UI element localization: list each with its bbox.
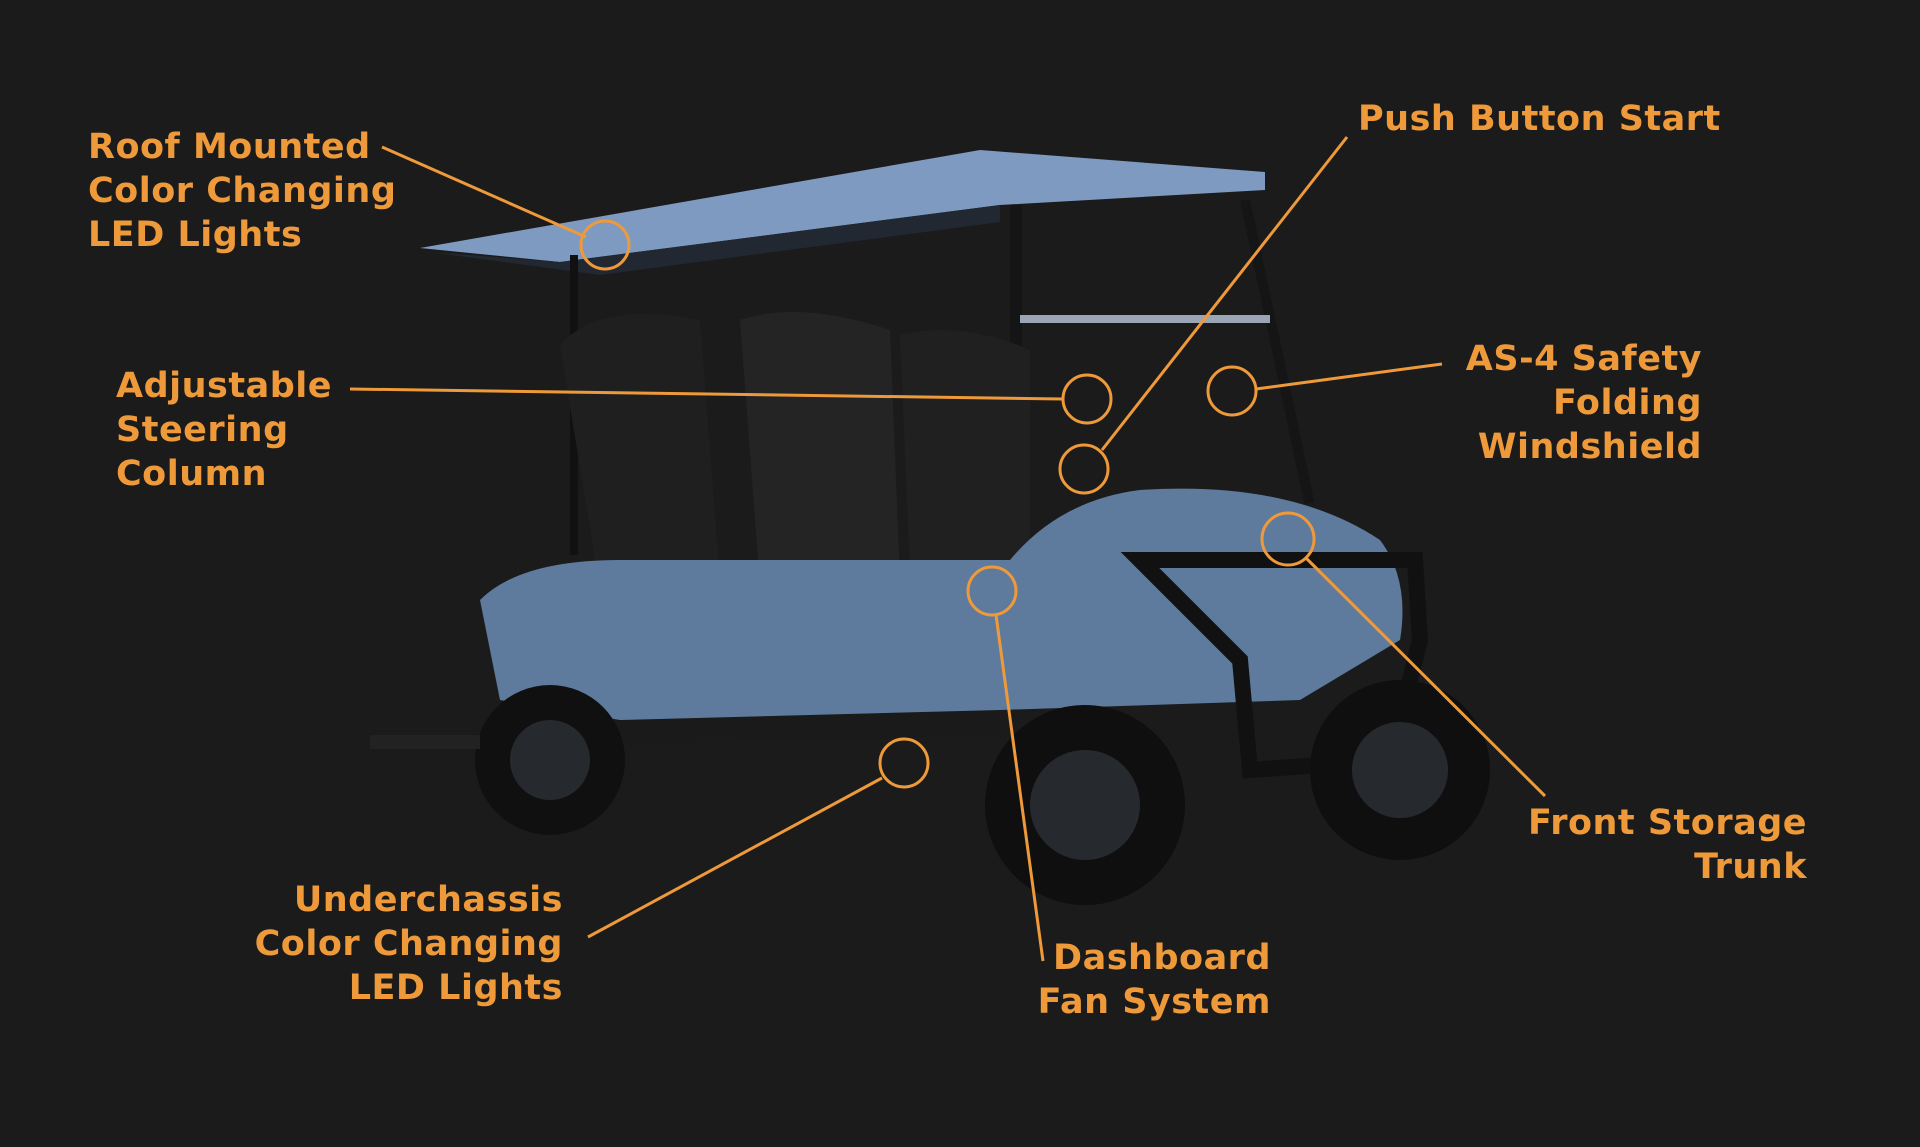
- callout-line: Fan System: [1037, 982, 1271, 1022]
- callout-line: AS-4 Safety: [1465, 339, 1702, 379]
- callout-line: Steering: [116, 410, 289, 450]
- callout-lines: [349, 136, 1547, 962]
- under-leader-line: [587, 776, 883, 939]
- callout-line: Roof Mounted: [88, 127, 371, 167]
- trunk-marker: [1260, 511, 1316, 567]
- under-marker: [878, 737, 930, 789]
- callout-line: Underchassis: [293, 880, 563, 920]
- callout-line: Color Changing: [254, 924, 563, 964]
- steering-leader-line: [349, 387, 1064, 401]
- callout-line: Windshield: [1477, 427, 1702, 467]
- push-marker: [1058, 443, 1110, 495]
- callout-line: Front Storage: [1528, 803, 1807, 843]
- callout-line: Push Button Start: [1358, 99, 1721, 139]
- fan-leader-line: [994, 614, 1045, 962]
- callout-line: Adjustable: [116, 366, 333, 406]
- callout-line: Column: [116, 454, 268, 494]
- golf-cart: [370, 150, 1490, 905]
- callout-line: Dashboard: [1053, 938, 1271, 978]
- callout-dashboard-fan: Dashboard Fan System: [1038, 936, 1271, 1024]
- callout-roof-led-lights: Roof Mounted Color Changing LED Lights: [88, 125, 396, 257]
- callout-steering-column: Adjustable Steering Column: [116, 364, 332, 496]
- callout-underchassis-led: Underchassis Color Changing LED Lights: [255, 878, 563, 1010]
- trunk-leader-line: [1304, 556, 1547, 798]
- callout-windshield: AS-4 Safety Folding Windshield: [1466, 337, 1702, 469]
- callout-push-button-start: Push Button Start: [1358, 97, 1721, 141]
- callout-line: Color Changing: [88, 171, 397, 211]
- steering-marker: [1061, 373, 1113, 425]
- callout-line: Folding: [1552, 383, 1702, 423]
- roof-leader-line: [381, 145, 587, 239]
- fan-marker: [966, 565, 1018, 617]
- roof-marker: [579, 219, 631, 271]
- callout-line: LED Lights: [348, 968, 563, 1008]
- callout-line: Trunk: [1694, 847, 1807, 887]
- windshield-leader-line: [1255, 362, 1443, 391]
- windshield-marker: [1206, 365, 1258, 417]
- callout-front-storage-trunk: Front Storage Trunk: [1528, 801, 1807, 889]
- callout-line: LED Lights: [88, 215, 303, 255]
- push-leader-line: [1100, 136, 1349, 451]
